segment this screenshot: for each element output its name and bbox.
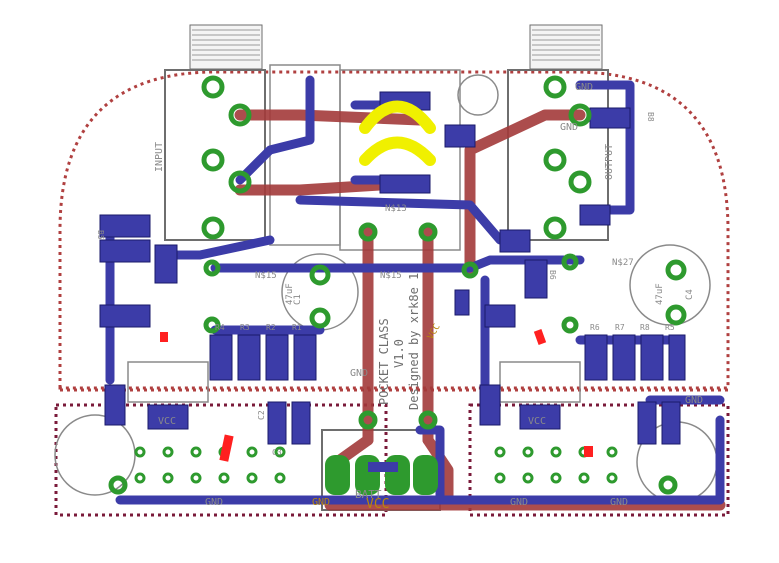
vcc-label-2: VCC bbox=[158, 416, 176, 427]
part-label-r1: R1 bbox=[292, 323, 302, 332]
input-label: INPUT bbox=[154, 142, 165, 172]
part-label-r3: R3 bbox=[240, 323, 250, 332]
part-label-r2: R2 bbox=[266, 323, 276, 332]
part-label-b8: B8 bbox=[646, 112, 655, 122]
net-label-4: N$13 bbox=[385, 204, 407, 214]
through-hole-pads bbox=[108, 75, 687, 495]
net-label-1: N$15 bbox=[255, 271, 277, 281]
board-title-line-3: Designed by xrk8e 1 bbox=[407, 273, 421, 410]
gnd-label-1: GND bbox=[205, 497, 223, 508]
input-jack-connector bbox=[164, 24, 266, 241]
vcc-label-1: VCC bbox=[366, 497, 389, 512]
part-label-r4: R4 bbox=[215, 323, 225, 332]
board-title-line-1: POCKET CLASS bbox=[377, 318, 391, 405]
gnd-label-8: GND bbox=[560, 122, 578, 133]
gnd-label-7: GND bbox=[685, 395, 703, 406]
cap-label-3: 47uF bbox=[655, 283, 665, 305]
gnd-label-3: GND bbox=[510, 497, 528, 508]
highlight-arcs bbox=[359, 100, 436, 166]
part-label-b6: B6 bbox=[548, 270, 557, 280]
top-layer-traces bbox=[234, 109, 726, 511]
header-vias bbox=[134, 446, 618, 484]
component-outlines bbox=[54, 64, 718, 511]
part-label-r5: R5 bbox=[665, 323, 675, 332]
gnd-label-5: GND bbox=[350, 368, 368, 379]
net-label-2: N$15 bbox=[380, 271, 402, 281]
cap-label-4: C4 bbox=[685, 289, 695, 300]
part-label-r7: R7 bbox=[615, 323, 625, 332]
part-label-c3: C3 bbox=[272, 448, 282, 457]
vcc-label-3: VCC bbox=[528, 416, 546, 427]
output-label: OUTPUT bbox=[604, 144, 615, 180]
board-title-line-2: V1.0 bbox=[392, 339, 406, 368]
net-label-3: N$27 bbox=[612, 258, 634, 268]
batt-label: BATT bbox=[355, 488, 382, 501]
red-markers bbox=[160, 329, 593, 462]
gnd-label-2: GND bbox=[312, 497, 330, 508]
part-label-r8: R8 bbox=[640, 323, 650, 332]
board-outline bbox=[54, 70, 730, 517]
gnd-label-4: GND bbox=[610, 497, 628, 508]
part-label-c2: C2 bbox=[257, 410, 266, 420]
part-label-r6: R6 bbox=[590, 323, 600, 332]
output-jack-connector bbox=[507, 24, 609, 241]
battery-connector bbox=[325, 455, 438, 495]
cap-label-2: C1 bbox=[293, 294, 303, 305]
part-label-b5: B5 bbox=[96, 230, 105, 240]
gnd-label-6: GND bbox=[575, 82, 593, 93]
cap-label-1: 47uF bbox=[285, 283, 295, 305]
